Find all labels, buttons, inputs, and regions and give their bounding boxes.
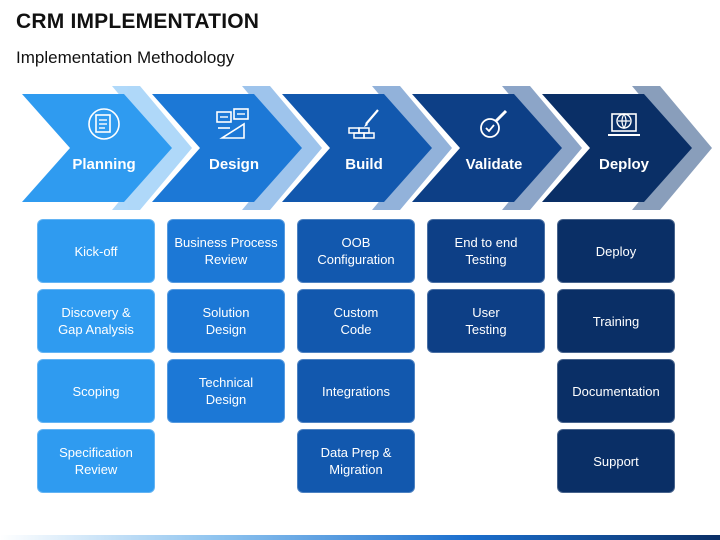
task-box: Business Process Review	[167, 219, 285, 283]
chevron-build	[282, 94, 432, 202]
validate-tasks: End to end Testing User Testing	[427, 219, 547, 359]
chevron-planning	[22, 94, 172, 202]
task-box: OOB Configuration	[297, 219, 415, 283]
task-box: Documentation	[557, 359, 675, 423]
task-box: Kick-off	[37, 219, 155, 283]
chevron-deploy-back	[632, 86, 712, 210]
laptop-globe-icon	[608, 113, 640, 136]
chevron-deploy	[542, 94, 692, 202]
task-box: Technical Design	[167, 359, 285, 423]
phase-label-deploy: Deploy	[598, 156, 649, 173]
task-box: Discovery & Gap Analysis	[37, 289, 155, 353]
design-tools-icon	[216, 108, 249, 139]
bottom-gradient-bar	[0, 535, 720, 540]
check-magnifier-icon	[480, 109, 508, 138]
task-box: Deploy	[557, 219, 675, 283]
brick-wall-pencil-icon	[348, 109, 379, 139]
task-box: Solution Design	[167, 289, 285, 353]
planning-tasks: Kick-off Discovery & Gap Analysis Scopin…	[37, 219, 157, 499]
task-box: User Testing	[427, 289, 545, 353]
task-box: Scoping	[37, 359, 155, 423]
phase-label-planning: Planning	[72, 156, 136, 173]
chevron-build-back	[372, 86, 452, 210]
task-box: Custom Code	[297, 289, 415, 353]
chevron-design-back	[242, 86, 322, 210]
chevron-validate-back	[502, 86, 582, 210]
document-checklist-icon	[88, 108, 120, 140]
page-subtitle: Implementation Methodology	[16, 48, 235, 67]
task-box: Data Prep & Migration	[297, 429, 415, 493]
phase-label-validate: Validate	[465, 156, 523, 173]
chevron-design	[152, 94, 302, 202]
task-box: Training	[557, 289, 675, 353]
chevron-shapes	[22, 86, 712, 210]
chevron-planning-back	[112, 86, 192, 210]
task-box: Integrations	[297, 359, 415, 423]
build-tasks: OOB Configuration Custom Code Integratio…	[297, 219, 417, 499]
phase-label-design: Design	[208, 156, 259, 173]
chevron-validate	[412, 94, 562, 202]
phase-chevrons: Planning Design Build Validate Deploy	[0, 86, 720, 210]
page-title: CRM IMPLEMENTATION	[16, 10, 260, 33]
design-tasks: Business Process Review Solution Design …	[167, 219, 287, 429]
task-box: Support	[557, 429, 675, 493]
deploy-tasks: Deploy Training Documentation Support	[557, 219, 677, 499]
phase-label-build: Build	[345, 156, 383, 173]
task-box: Specification Review	[37, 429, 155, 493]
task-box: End to end Testing	[427, 219, 545, 283]
